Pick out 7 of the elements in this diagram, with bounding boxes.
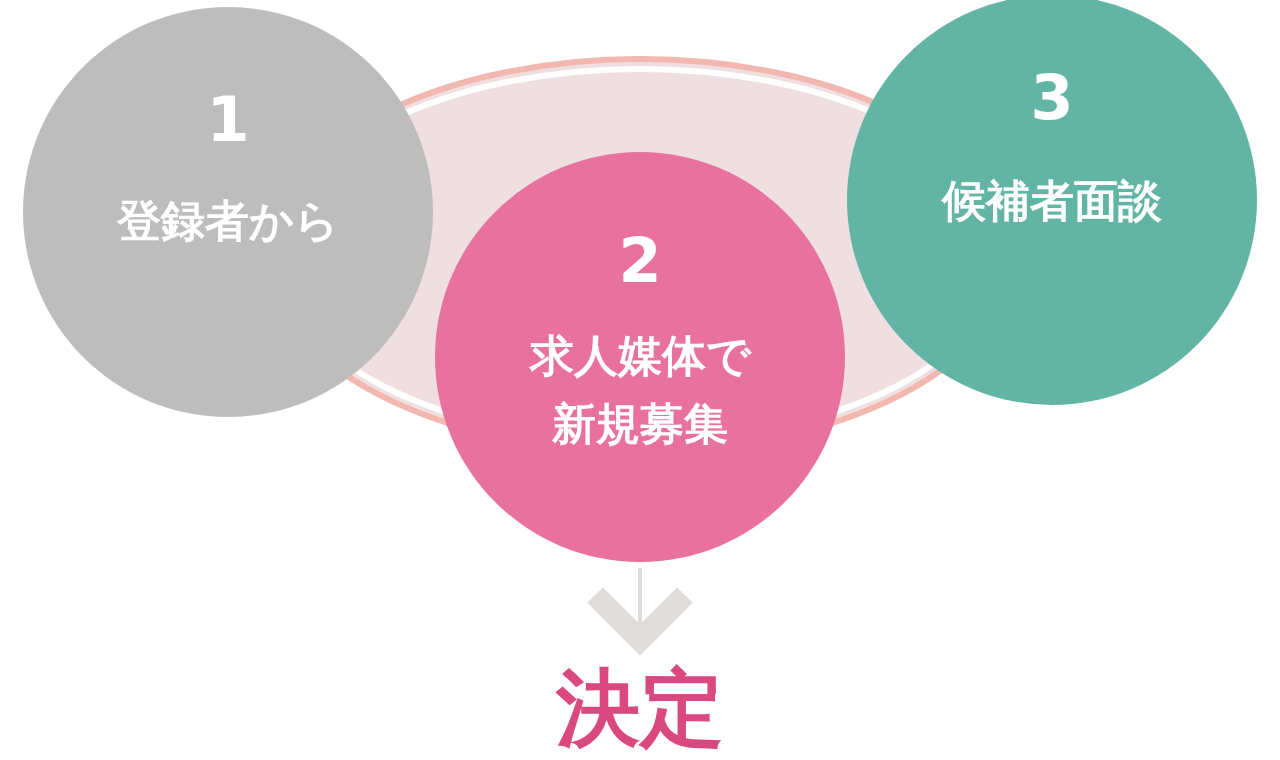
step-number: 2 — [618, 230, 662, 292]
step-number: 3 — [1030, 67, 1074, 129]
result-text: 決定 — [540, 662, 740, 760]
step-label: 求人媒体で新規募集 — [528, 329, 753, 452]
step-number: 1 — [206, 89, 250, 151]
step-label: 登録者から — [117, 194, 339, 248]
step-label: 候補者面談 — [942, 174, 1162, 228]
